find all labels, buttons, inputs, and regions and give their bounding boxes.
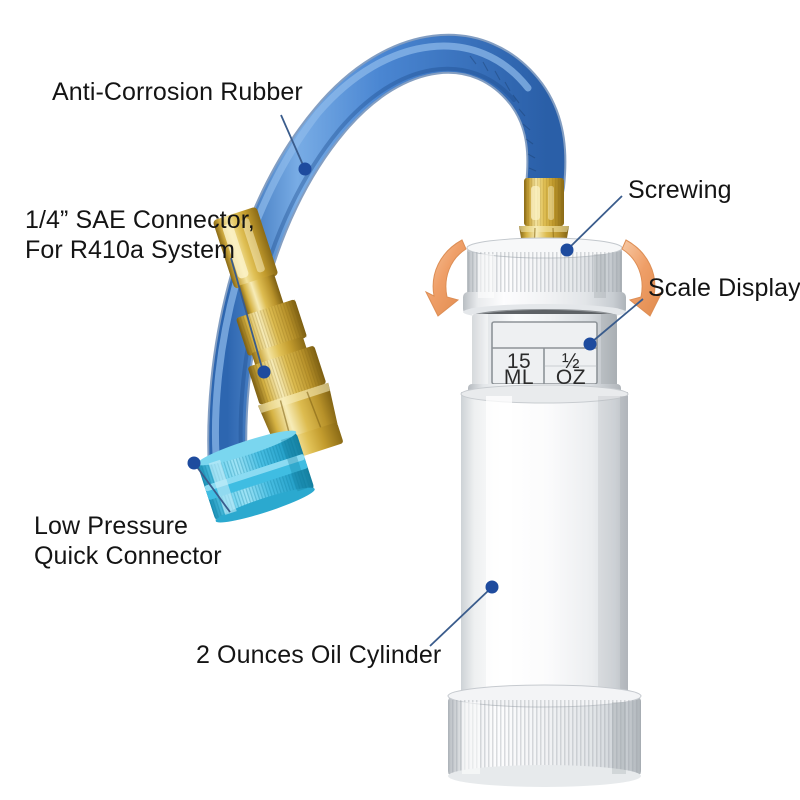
scale-volume-value: 15	[506, 350, 532, 373]
callout-scale-display: Scale Display	[648, 274, 800, 302]
callout-low-pressure-quick-connector: Low Pressure Quick Connector	[34, 512, 222, 570]
leader-dot-sae	[257, 365, 271, 379]
callout-sae-connector: 1/4” SAE Connector, For R410a System	[25, 206, 255, 264]
callout-anti-corrosion-rubber: Anti-Corrosion Rubber	[52, 78, 303, 106]
scale-weight-value: ½	[561, 350, 580, 373]
scale-display-collar	[468, 314, 621, 406]
screwing-cap	[463, 237, 626, 326]
callout-oil-cylinder: 2 Ounces Oil Cylinder	[196, 641, 442, 669]
callout-screwing: Screwing	[628, 176, 732, 204]
leader-dot-scale	[583, 337, 597, 351]
leader-lines	[196, 114, 644, 647]
scale-volume-unit: ML	[503, 366, 535, 389]
bottom-cap	[447, 684, 642, 787]
leader-dot-hose	[298, 162, 312, 176]
rotation-arrow-right	[621, 239, 664, 317]
scale-weight-unit: OZ	[555, 366, 587, 389]
rubber-hose	[207, 33, 567, 490]
leader-dots	[187, 162, 597, 594]
leader-dot-quick-connector	[187, 456, 201, 470]
oil-cylinder-body	[460, 384, 629, 697]
rotation-arrow-left	[424, 239, 467, 317]
sae-brass-connector	[213, 207, 343, 463]
leader-dot-cylinder	[485, 580, 499, 594]
leader-dot-screwing	[560, 243, 574, 257]
quick-connector	[196, 430, 316, 523]
